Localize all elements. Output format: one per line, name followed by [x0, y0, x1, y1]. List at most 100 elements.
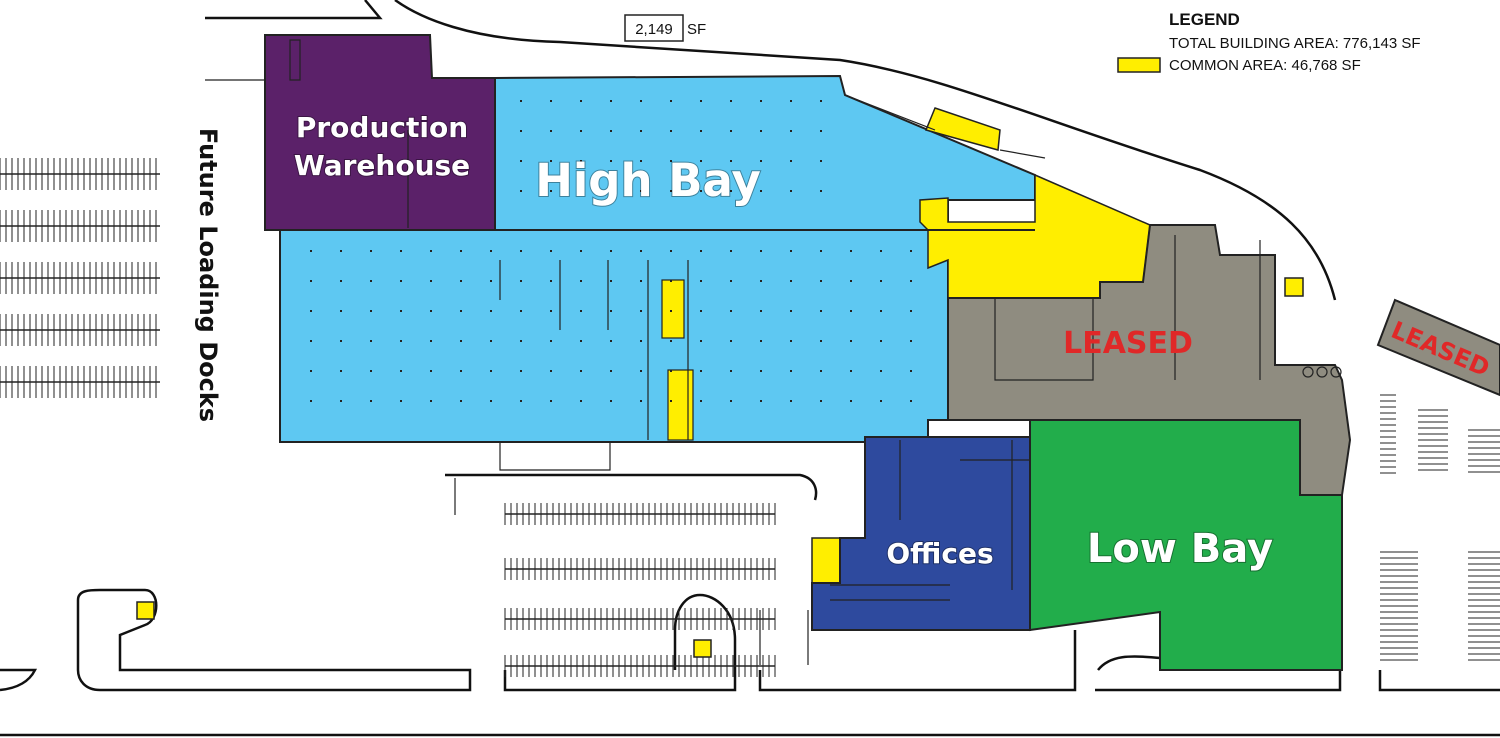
column-dot [370, 400, 372, 402]
column-dot [850, 400, 852, 402]
column-dot [670, 310, 672, 312]
column-dot [790, 400, 792, 402]
column-dot [550, 280, 552, 282]
column-dot [580, 400, 582, 402]
column-dot [610, 280, 612, 282]
label-low-bay: Low Bay [1087, 526, 1273, 572]
column-dot [400, 340, 402, 342]
zone-offices [811, 436, 1031, 631]
column-dot [400, 280, 402, 282]
column-dot [820, 280, 822, 282]
column-dot [700, 100, 702, 102]
column-dot [310, 280, 312, 282]
column-dot [670, 340, 672, 342]
column-dot [640, 160, 642, 162]
column-dot [580, 100, 582, 102]
column-dot [640, 280, 642, 282]
legend-total-area: TOTAL BUILDING AREA: 776,143 SF [1169, 35, 1421, 52]
column-dot [730, 340, 732, 342]
column-dot [520, 160, 522, 162]
column-dot [760, 400, 762, 402]
column-dot [880, 400, 882, 402]
column-dot [490, 370, 492, 372]
column-dot [340, 340, 342, 342]
column-dot [820, 130, 822, 132]
column-dot [550, 160, 552, 162]
column-dot [610, 400, 612, 402]
column-dot [520, 310, 522, 312]
column-dot [580, 190, 582, 192]
label-future-loading-docks: Future Loading Docks [194, 128, 222, 422]
legend: LEGEND TOTAL BUILDING AREA: 776,143 SF C… [1117, 10, 1421, 74]
column-dot [640, 130, 642, 132]
column-dot [310, 400, 312, 402]
column-dot [640, 190, 642, 192]
column-dot [820, 400, 822, 402]
column-dot [550, 400, 552, 402]
column-dot [520, 370, 522, 372]
column-dot [550, 310, 552, 312]
column-dot [520, 400, 522, 402]
column-dot [640, 250, 642, 252]
column-dot [760, 100, 762, 102]
column-dot [490, 340, 492, 342]
column-dot [610, 250, 612, 252]
column-dot [370, 340, 372, 342]
column-dot [730, 370, 732, 372]
column-dot [430, 400, 432, 402]
column-dot [430, 280, 432, 282]
column-dot [640, 340, 642, 342]
column-dot [700, 370, 702, 372]
column-dot [760, 160, 762, 162]
column-dot [760, 340, 762, 342]
column-dot [670, 100, 672, 102]
column-dot [700, 190, 702, 192]
column-dot [550, 370, 552, 372]
column-dot [760, 280, 762, 282]
column-dot [340, 400, 342, 402]
column-dot [760, 190, 762, 192]
parking-rows-left [0, 158, 160, 398]
column-dot [520, 100, 522, 102]
column-dot [730, 400, 732, 402]
column-dot [850, 250, 852, 252]
column-dot [730, 310, 732, 312]
column-dot [640, 400, 642, 402]
column-dot [610, 310, 612, 312]
column-dot [580, 280, 582, 282]
column-dot [640, 370, 642, 372]
column-dot [850, 370, 852, 372]
column-dot [820, 190, 822, 192]
column-dot [400, 310, 402, 312]
column-dot [790, 340, 792, 342]
column-dot [310, 310, 312, 312]
column-dot [400, 370, 402, 372]
column-dot [370, 370, 372, 372]
zone-low-bay [1029, 419, 1343, 671]
column-dot [490, 250, 492, 252]
column-dot [820, 370, 822, 372]
column-dot [700, 400, 702, 402]
column-dot [700, 280, 702, 282]
annex-area-unit: SF [687, 21, 706, 38]
column-dot [490, 310, 492, 312]
column-dot [610, 160, 612, 162]
column-dot [580, 340, 582, 342]
column-dot [340, 370, 342, 372]
parking-rows-center [504, 503, 776, 677]
column-dot [580, 130, 582, 132]
column-dot [820, 310, 822, 312]
column-dot [670, 400, 672, 402]
column-dot [790, 100, 792, 102]
label-production-line2: Warehouse [294, 149, 470, 182]
column-dot [520, 130, 522, 132]
column-dot [730, 100, 732, 102]
column-dot [580, 310, 582, 312]
column-dot [820, 160, 822, 162]
annex-area-callout: 2,149 SF [624, 14, 706, 42]
column-dot [790, 160, 792, 162]
parking-rows-right [1380, 394, 1500, 661]
column-dot [580, 160, 582, 162]
column-dot [460, 310, 462, 312]
